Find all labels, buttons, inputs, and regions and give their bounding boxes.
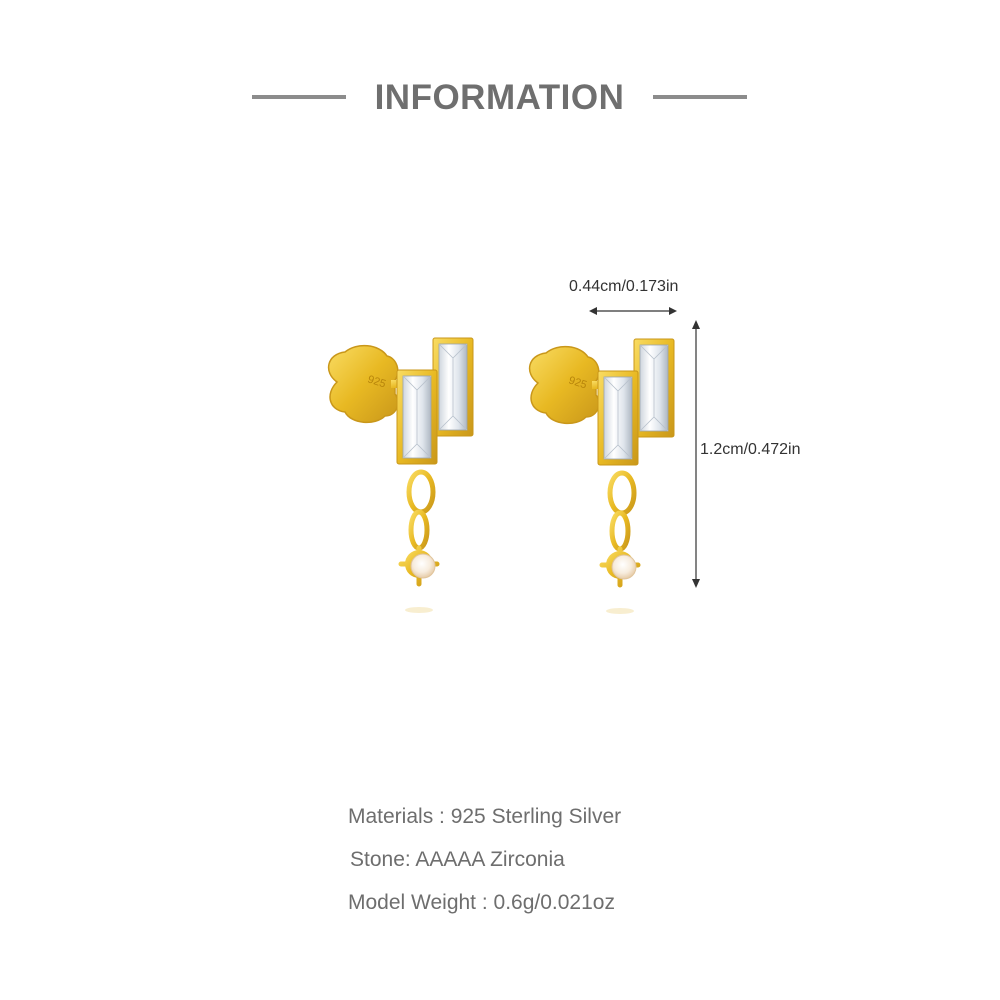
- earring-left: [329, 338, 473, 613]
- width-dimension-label: 0.44cm/0.173in: [569, 278, 679, 295]
- earring-right: [530, 339, 674, 614]
- header: INFORMATION: [0, 72, 1000, 122]
- product-specs: Materials : 925 Sterling Silver Stone: A…: [348, 802, 768, 931]
- height-dimension-label: 1.2cm/0.472in: [700, 441, 801, 458]
- height-dimension-arrow: [692, 320, 700, 588]
- page-title: INFORMATION: [374, 78, 625, 117]
- spec-materials: Materials : 925 Sterling Silver: [348, 805, 622, 828]
- header-divider-right: [653, 95, 747, 99]
- width-dimension-arrow: [589, 307, 677, 315]
- spec-weight: Model Weight : 0.6g/0.021oz: [348, 891, 615, 914]
- spec-stone: Stone: AAAAA Zirconia: [350, 848, 565, 871]
- header-divider-left: [252, 95, 346, 99]
